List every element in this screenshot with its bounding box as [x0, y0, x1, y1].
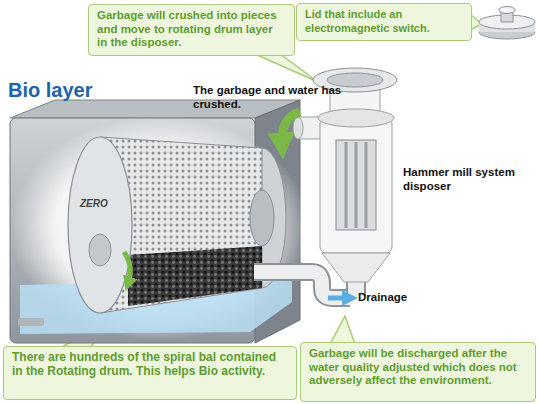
section-title: Bio layer	[8, 78, 148, 102]
callout-box: Garbage will be discharged after the wat…	[300, 342, 536, 402]
hammer-blade	[365, 142, 368, 228]
flow-label: Drainage	[358, 290, 438, 304]
window-glow	[10, 116, 310, 340]
pipe-outline	[254, 272, 350, 298]
disposer-ring	[318, 109, 394, 127]
callout-text: Garbage will crushed into pieces and mov…	[97, 9, 286, 50]
lid-knob-top	[499, 7, 515, 14]
hammer-blade	[355, 142, 358, 228]
drainage-arrow	[328, 296, 350, 301]
callout-box: There are hundreds of the spiral bal con…	[3, 346, 297, 400]
drum-hub	[250, 190, 274, 246]
rotation-arrow	[124, 252, 130, 284]
callout-pointer	[255, 54, 318, 82]
drum-front-end	[68, 137, 132, 313]
disposer	[293, 68, 397, 282]
lid	[479, 7, 535, 40]
inlet-opening	[293, 117, 303, 139]
spiral-balls	[128, 246, 262, 306]
callout-box: Lid that include an electromagnetic swit…	[296, 3, 472, 41]
hammer-blade	[345, 142, 348, 228]
machine-panel	[18, 318, 44, 326]
part-name: Hammer mill system disposer	[403, 165, 528, 193]
flow-note: The garbage and water has crushed.	[193, 84, 345, 111]
callout-text: Lid that include an electromagnetic swit…	[305, 8, 463, 35]
disposer-body	[320, 118, 392, 253]
flow-arrow	[282, 112, 300, 146]
callout-text: There are hundreds of the spiral bal con…	[12, 351, 288, 378]
disposer-base	[322, 253, 390, 282]
machine-top	[10, 100, 300, 118]
callout-text: Garbage will be discharged after the wat…	[309, 347, 527, 388]
bio-machine	[10, 100, 310, 343]
drain-pipe	[254, 272, 350, 298]
brand-mark: ZERO	[80, 198, 124, 210]
callout-box: Garbage will crushed into pieces and mov…	[88, 4, 295, 56]
callout-pointer	[330, 316, 355, 344]
hammer-mill	[336, 140, 376, 230]
drum-hub	[89, 234, 111, 266]
